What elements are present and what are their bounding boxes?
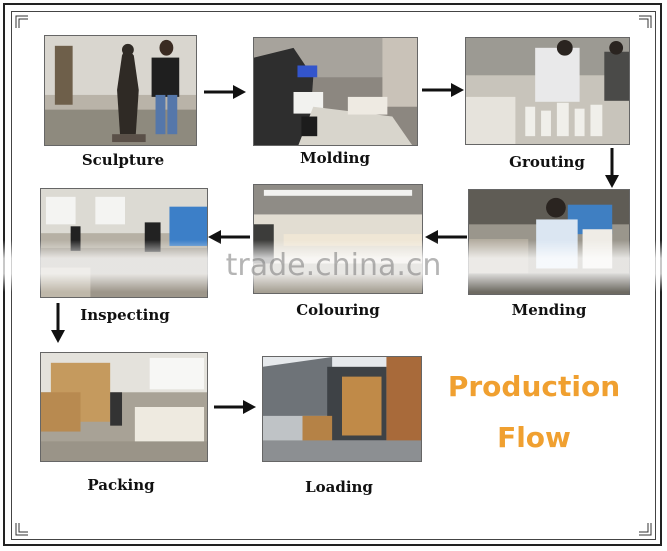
step-label-mending: Mending — [511, 301, 587, 319]
molding-photo — [253, 37, 418, 146]
corner-ornament-icon — [15, 15, 29, 29]
step-label-sculpture: Sculpture — [81, 151, 165, 169]
grouting-photo — [465, 37, 630, 145]
corner-ornament-icon — [15, 522, 29, 536]
step-label-molding: Molding — [300, 149, 370, 167]
loading-photo — [262, 356, 422, 462]
arrow-down-icon — [49, 302, 67, 344]
step-label-inspecting: Inspecting — [80, 306, 170, 324]
packing-photo — [40, 352, 208, 462]
diagram-title-line1: Production — [447, 370, 621, 403]
step-label-loading: Loading — [305, 478, 373, 496]
arrow-right-icon — [203, 83, 247, 101]
watermark-band — [0, 240, 667, 292]
corner-ornament-icon — [638, 15, 652, 29]
arrow-down-icon — [603, 147, 621, 189]
watermark-text: trade.china.cn — [225, 248, 442, 283]
step-label-colouring: Colouring — [296, 301, 380, 319]
corner-ornament-icon — [638, 522, 652, 536]
sculpture-photo — [44, 35, 197, 146]
step-label-packing: Packing — [87, 476, 155, 494]
arrow-right-icon — [213, 398, 257, 416]
diagram-title-line2: Flow — [497, 421, 571, 454]
step-label-grouting: Grouting — [509, 153, 585, 171]
arrow-right-icon — [421, 81, 465, 99]
